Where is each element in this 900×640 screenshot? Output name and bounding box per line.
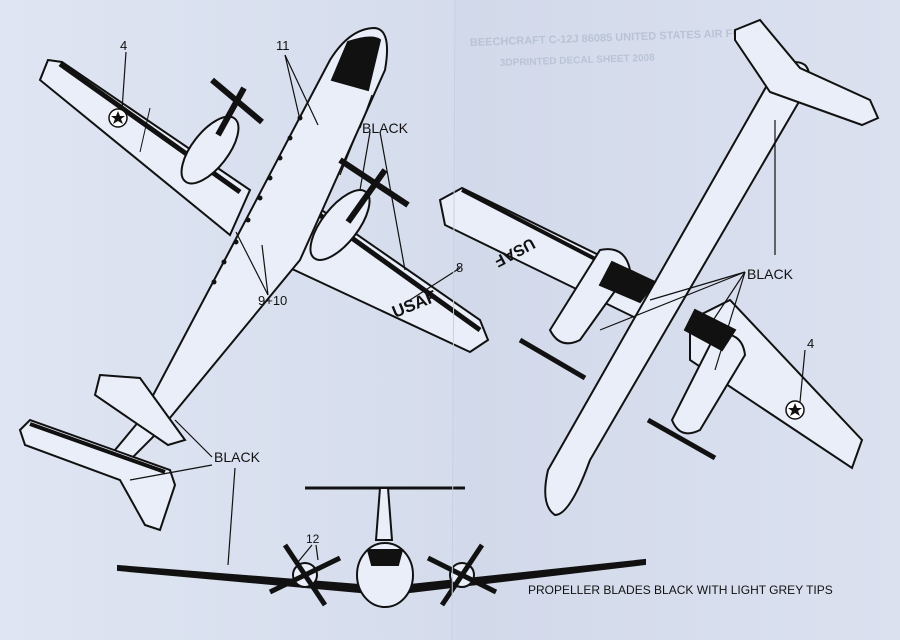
top-view-tailplane: [18, 418, 177, 532]
cockpit-roof-black: [330, 36, 382, 92]
prop-blade: [345, 168, 388, 224]
front-view-propellers: [268, 543, 498, 607]
bottom-view-left-wing: [438, 186, 662, 322]
callout-black-bottom: BLACK: [747, 266, 794, 282]
front-view-windscreen: [366, 549, 404, 566]
top-view-windows: [211, 115, 303, 285]
fold-crease: [451, 0, 456, 640]
top-view-tail-fin: [93, 373, 187, 447]
usaf-roundel-top-view: [108, 108, 128, 128]
bottom-view-propellers: [518, 337, 717, 461]
usaf-roundel-bottom-view: [785, 400, 805, 420]
left-aileron-line: [139, 107, 151, 153]
prop-blade: [215, 86, 247, 137]
ghost-text-2: 3DPRINTED DECAL SHEET 2008: [500, 53, 656, 69]
top-view-aircraft: [18, 26, 490, 532]
leader-lines: [121, 51, 806, 566]
callout-black-top: BLACK: [362, 120, 409, 136]
callout-black-tail: BLACK: [214, 449, 261, 465]
propeller-note: PROPELLER BLADES BLACK WITH LIGHT GREY T…: [528, 583, 833, 597]
callout-12: 12: [306, 532, 320, 546]
bottom-view-aircraft: [438, 18, 880, 517]
top-view-left-nacelle: [180, 115, 240, 185]
ghost-text-1: BEECHCRAFT C-12J 86085 UNITED STATES AIR…: [470, 27, 765, 49]
front-view-fin: [374, 487, 394, 541]
bottom-view-tailplane: [734, 18, 880, 127]
callout-4-bottom: 4: [807, 336, 814, 351]
tailplane-leading-edge: [29, 422, 166, 474]
callout-4-top: 4: [120, 38, 127, 53]
callout-8: 8: [456, 260, 463, 275]
callout-9-10: 9+10: [258, 293, 287, 308]
top-view-propellers: [210, 77, 410, 224]
black-panel-right: [683, 308, 737, 352]
callout-11: 11: [276, 38, 290, 53]
black-panel-left: [598, 260, 657, 304]
top-view-left-wing: [38, 58, 252, 237]
front-view-left-wing: [117, 564, 361, 594]
